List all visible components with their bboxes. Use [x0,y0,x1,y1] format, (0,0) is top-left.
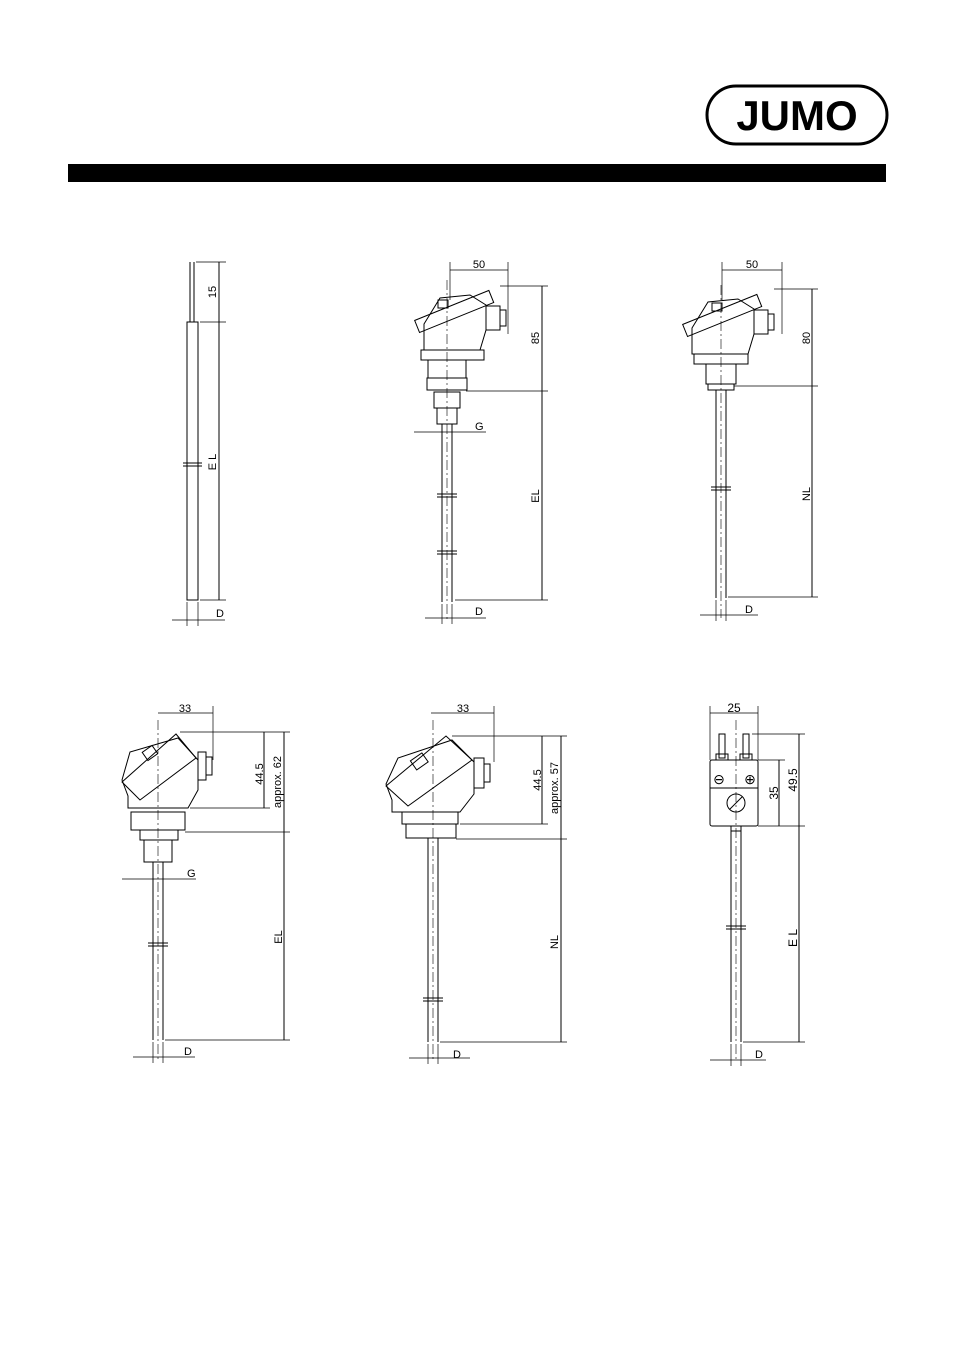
figure-4: 33 44.5 approx. 62 G EL D [122,703,290,1063]
dim-fig3-head: 80 [801,332,813,344]
dim-fig2-length: EL [530,489,542,502]
dim-fig3-dia: D [745,604,753,616]
figure-6: 25 ⊖ ⊕ 35 49.5 E L D [710,701,805,1066]
dim-fig6-total: 49.5 [786,768,800,792]
plus-icon: ⊕ [744,771,756,787]
figure-2: 50 85 G EL D [414,259,548,624]
dim-fig5-width: 33 [457,703,469,715]
figure-1: 15 E L D [172,262,226,626]
dim-fig4-approx: approx. 62 [272,756,284,808]
dim-fig6-length: E L [786,929,800,947]
dim-fig6-plug: 35 [767,786,781,800]
dim-fig6-width: 25 [727,701,741,715]
dim-fig5-approx: approx. 57 [549,762,561,814]
dim-fig6-dia: D [755,1049,763,1061]
dim-fig5-dia: D [453,1049,461,1061]
dim-fig2-head: 85 [530,332,542,344]
dim-fig4-head: 44.5 [254,763,266,784]
dim-fig2-dia: D [475,606,483,618]
dim-fig4-dia: D [184,1046,192,1058]
dim-fig5-head: 44.5 [532,769,544,790]
figure-3: 50 80 NL D [683,259,818,621]
dim-fig5-length: NL [549,935,561,949]
dim-fig4-width: 33 [179,703,191,715]
dim-fig3-width: 50 [746,259,758,271]
dim-fig2-width: 50 [473,259,485,271]
dim-fig4-length: EL [273,930,285,943]
dim-fig1-top: 15 [207,286,219,298]
dim-fig4-thread: G [187,868,196,880]
dim-fig3-length: NL [801,487,813,501]
dim-fig2-thread: G [475,421,484,433]
dim-fig1-dia: D [216,608,224,620]
dim-fig1-length: E L [207,454,219,471]
minus-icon: ⊖ [713,771,725,787]
figure-5: 33 44.5 approx. 57 NL D [386,703,567,1064]
